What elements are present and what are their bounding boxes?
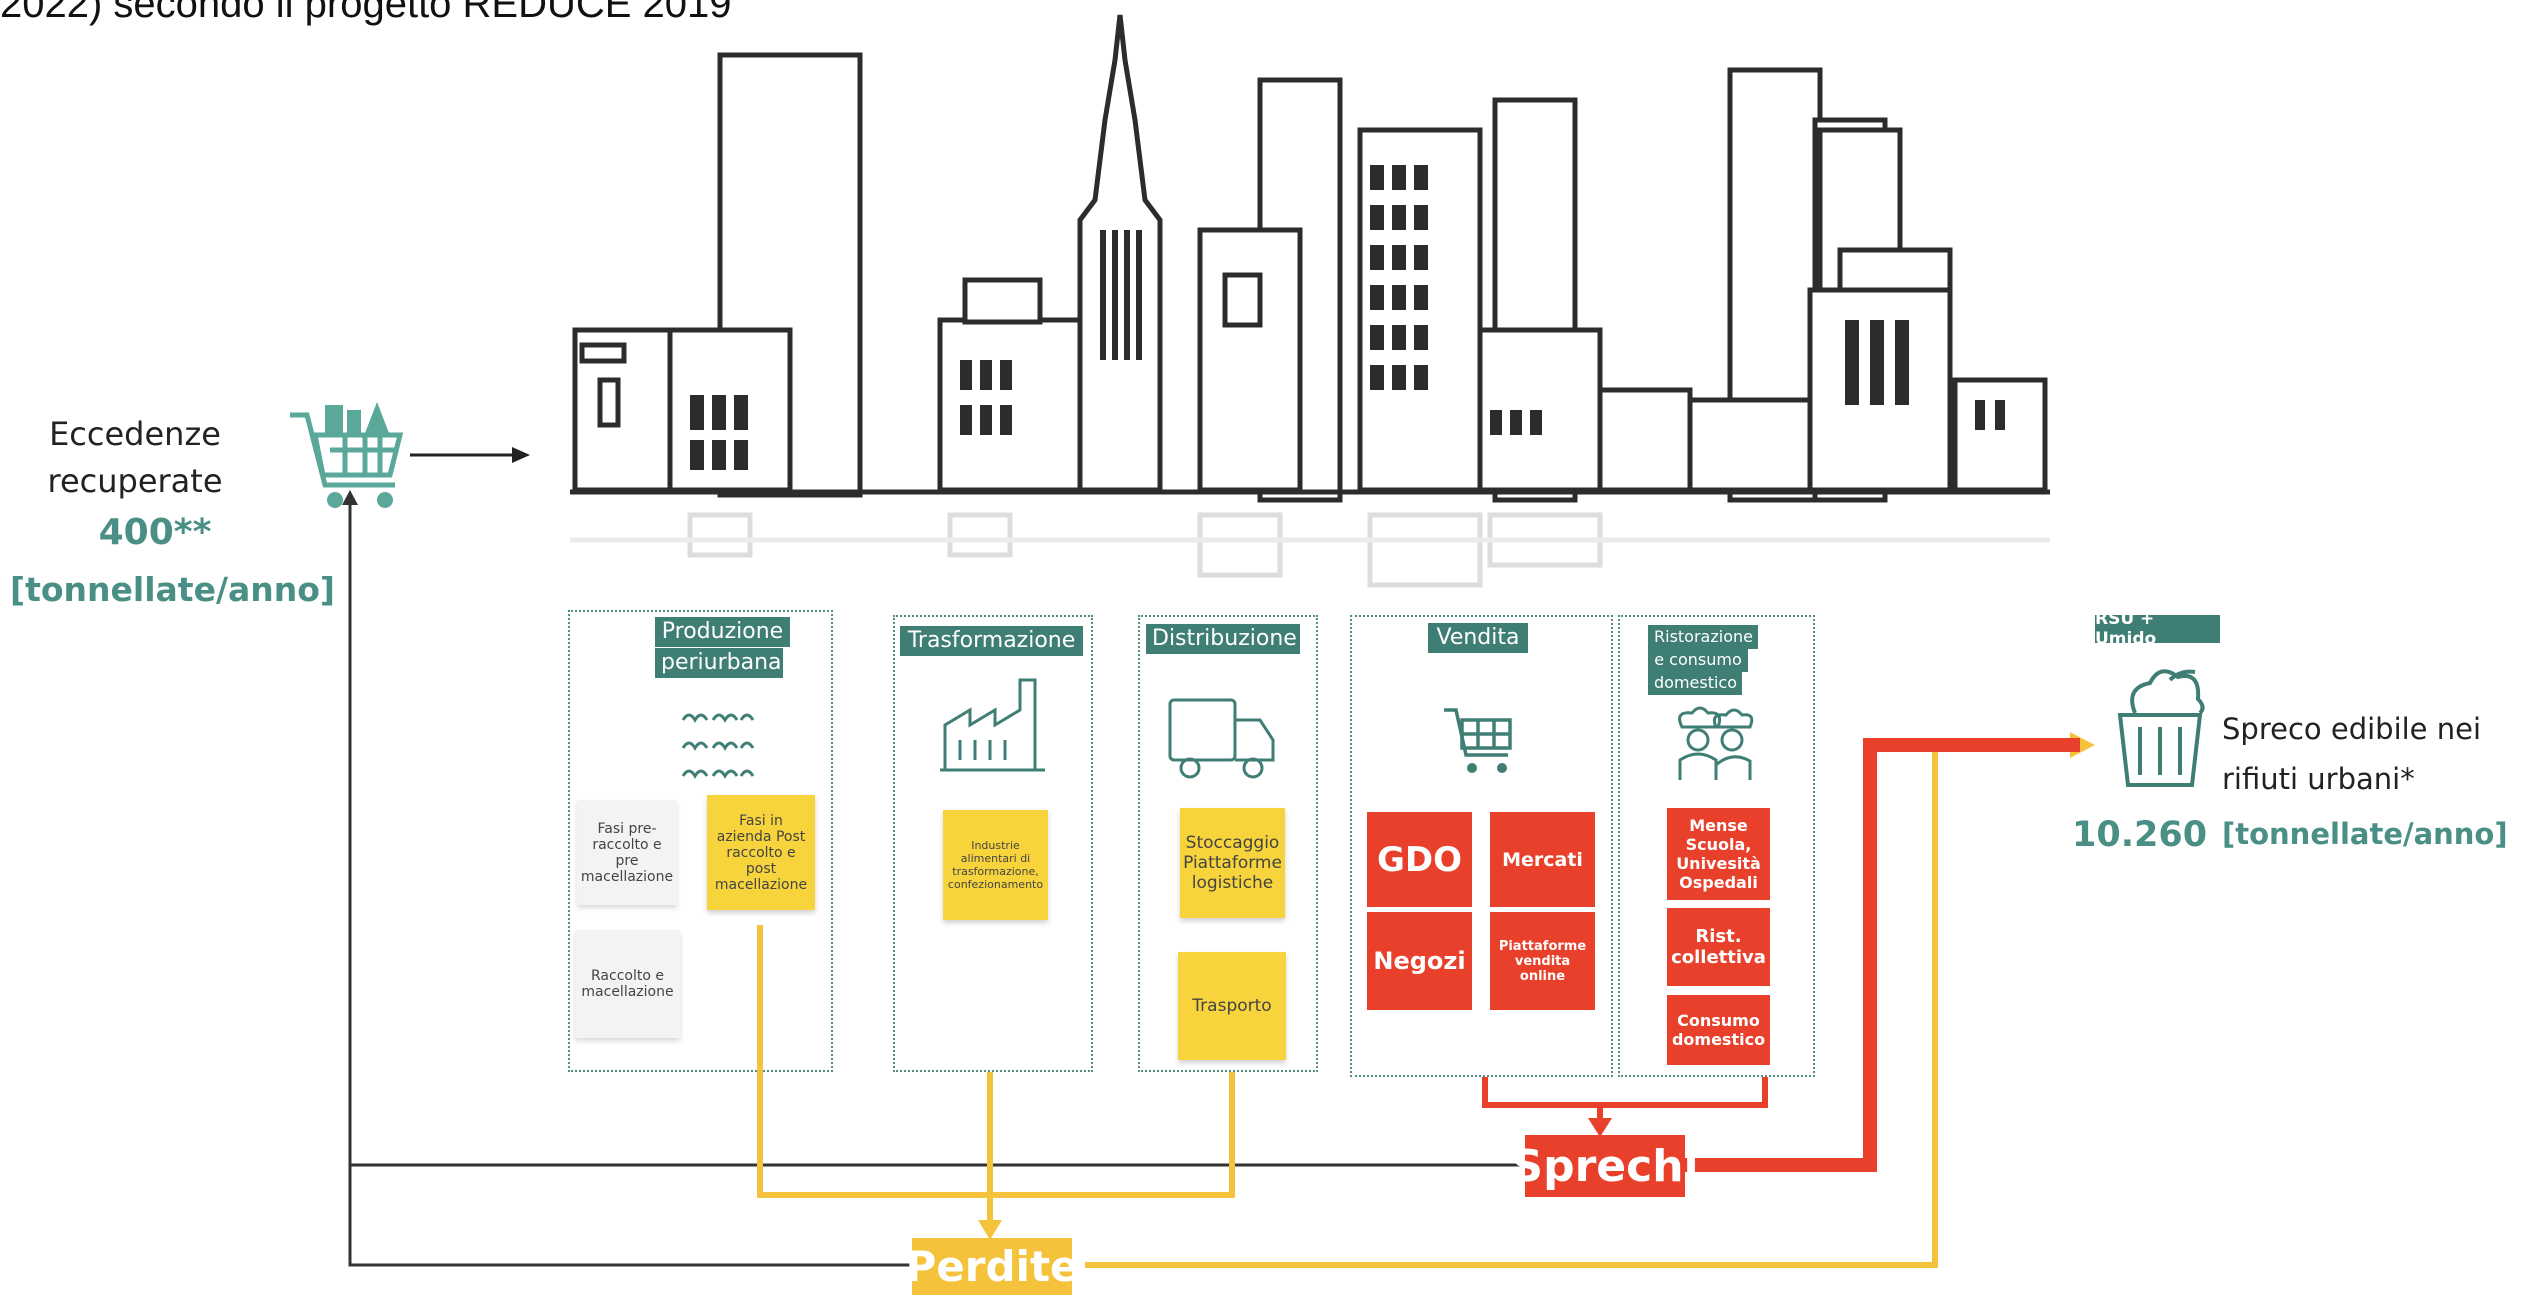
note-mense: Mense Scuola, Univesità Ospedali xyxy=(1667,808,1770,900)
note-mercati: Mercati xyxy=(1490,812,1595,907)
shopping-cart-icon xyxy=(285,390,415,520)
recovered-unit: [tonnellate/anno] xyxy=(10,570,336,609)
stage-produzione xyxy=(568,610,833,1072)
note-fasi-pre: Fasi pre-raccolto e pre macellazione xyxy=(577,800,677,905)
waste-line1: Spreco edibile nei xyxy=(2222,712,2482,746)
note-raccolto: Raccolto e macellazione xyxy=(575,930,680,1038)
note-stoccaggio: Stoccaggio Piattaforme logistiche xyxy=(1180,808,1285,918)
waste-value: 10.260 xyxy=(2072,815,2208,855)
waste-unit: [tonnellate/anno] xyxy=(2222,817,2508,851)
crops-icon xyxy=(675,700,765,790)
note-trasporto: Trasporto xyxy=(1178,952,1286,1060)
stage-distribuzione-title: Distribuzione xyxy=(1146,624,1300,654)
note-gdo: GDO xyxy=(1367,812,1472,907)
sprechi-label: Sprechi xyxy=(1511,1135,1699,1197)
stage-produzione-title-2: periurbana xyxy=(655,648,783,678)
stage-vendita xyxy=(1350,615,1613,1077)
cart-icon xyxy=(1442,700,1522,780)
figure-caption: 2022) secondo il progetto REDUCE 2019 xyxy=(0,0,732,26)
stage-ristorazione-title-3: domestico xyxy=(1648,671,1742,695)
recovered-line2: recuperate xyxy=(47,462,223,500)
perdite-label: Perdite xyxy=(906,1238,1079,1295)
stage-trasformazione-title: Trasformazione xyxy=(900,626,1083,656)
note-fasi-azienda: Fasi in azienda Post raccolto e post mac… xyxy=(707,795,815,910)
stage-produzione-title-1: Produzione xyxy=(655,617,790,647)
note-consumo-domestico: Consumo domestico xyxy=(1667,995,1770,1065)
recovered-line1: Eccedenze xyxy=(49,415,221,453)
factory-icon xyxy=(940,675,1050,775)
stage-vendita-title: Vendita xyxy=(1428,623,1528,653)
note-industrie: Industrie alimentari di trasformazione, … xyxy=(943,810,1048,920)
chefs-icon xyxy=(1670,705,1760,785)
note-rist-collettiva: Rist. collettiva xyxy=(1667,908,1770,986)
rsu-umido-badge: RSU + Umido xyxy=(2095,609,2220,649)
waste-bin-icon xyxy=(2110,665,2210,790)
stage-trasformazione xyxy=(893,615,1093,1072)
stage-ristorazione xyxy=(1618,615,1815,1077)
note-negozi: Negozi xyxy=(1367,912,1472,1010)
truck-icon xyxy=(1165,690,1280,785)
stage-distribuzione xyxy=(1138,615,1318,1072)
recovered-value: 400** xyxy=(98,512,212,553)
waste-line2: rifiuti urbani* xyxy=(2222,762,2415,796)
note-piattaforme: Piattaforme vendita online xyxy=(1490,912,1595,1010)
stage-ristorazione-title-2: e consumo xyxy=(1648,648,1748,672)
stage-ristorazione-title-1: Ristorazione xyxy=(1648,625,1758,649)
